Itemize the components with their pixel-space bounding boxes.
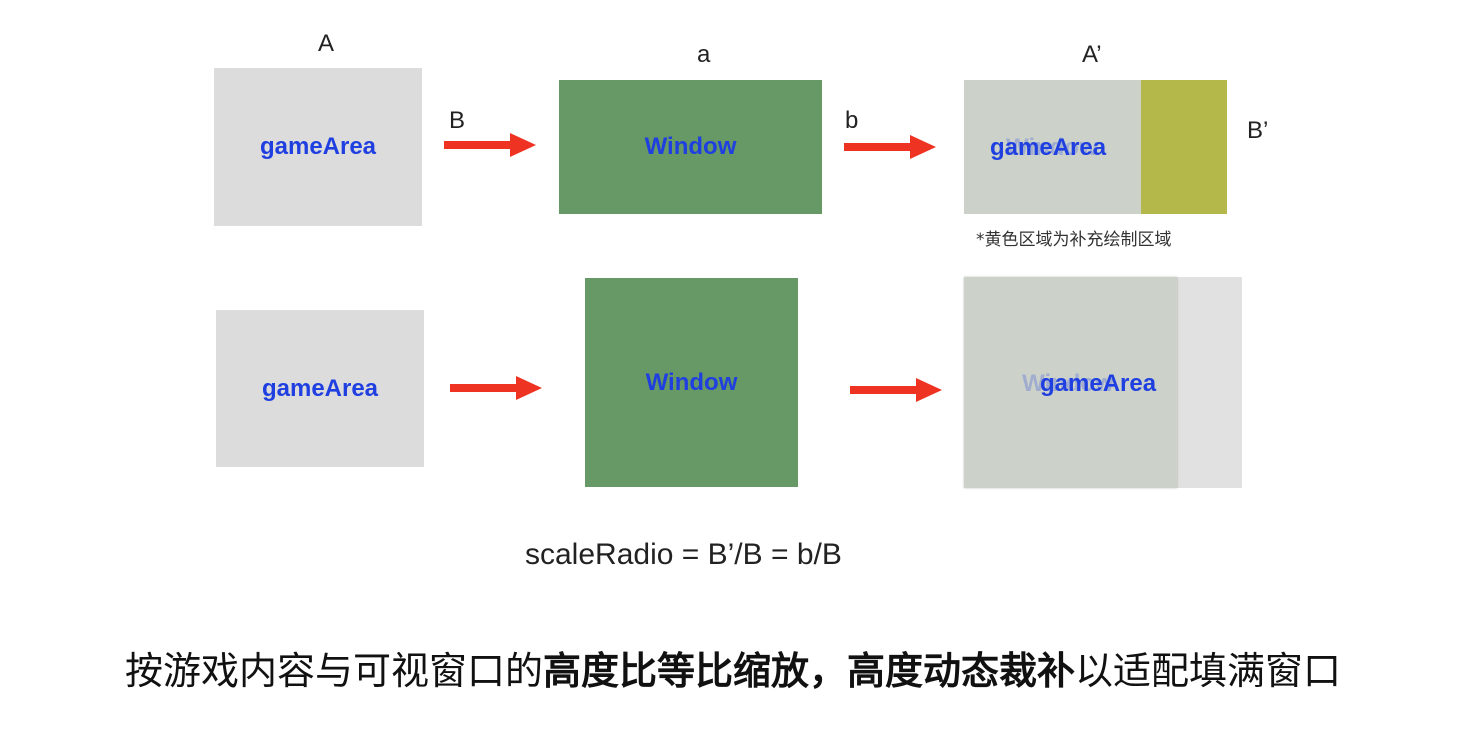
- window-box-row2: Window: [585, 278, 798, 487]
- result-ghost-window-label-row2: Window: [1022, 370, 1114, 397]
- yellow-fill-region: [1141, 80, 1227, 214]
- caption-bold: 高度比等比缩放，高度动态裁补: [542, 649, 1075, 693]
- scale-formula: scaleRadio = B’/B = b/B: [525, 538, 842, 571]
- source-game-area-box-row2: gameArea: [216, 310, 424, 467]
- caption-part1: 按游戏内容与可视窗口的: [124, 649, 543, 693]
- label-A: A: [318, 30, 335, 57]
- arrow-right-icon: [444, 133, 536, 157]
- label-B: B: [449, 107, 466, 134]
- caption: 按游戏内容与可视窗口的高度比等比缩放，高度动态裁补以适配填满窗口: [0, 640, 1466, 695]
- window-label: Window: [644, 133, 737, 160]
- result-window-region-row2: [964, 277, 1177, 488]
- arrow-right-icon: [850, 378, 942, 402]
- arrow-right-icon: [844, 135, 936, 159]
- window-box: Window: [559, 80, 822, 214]
- result-game-area-label: gameArea: [990, 134, 1107, 161]
- window-label-row2: Window: [645, 369, 738, 396]
- label-a: a: [697, 41, 711, 68]
- result-ghost-window-label: Window: [1006, 134, 1098, 161]
- label-b: b: [845, 107, 859, 134]
- label-B-prime: B’: [1247, 117, 1269, 144]
- result-game-area-label-row2: gameArea: [1040, 370, 1157, 397]
- yellow-region-note: *黄色区域为补充绘制区域: [976, 230, 1172, 250]
- caption-part3: 以适配填满窗口: [1075, 649, 1342, 693]
- source-game-area-label: gameArea: [259, 133, 377, 160]
- result-box-row1: Window gameArea: [964, 80, 1227, 214]
- arrow-right-icon: [450, 376, 542, 400]
- source-game-area-box: gameArea: [214, 68, 422, 226]
- label-A-prime: A’: [1082, 41, 1102, 68]
- source-game-area-label-row2: gameArea: [261, 374, 379, 402]
